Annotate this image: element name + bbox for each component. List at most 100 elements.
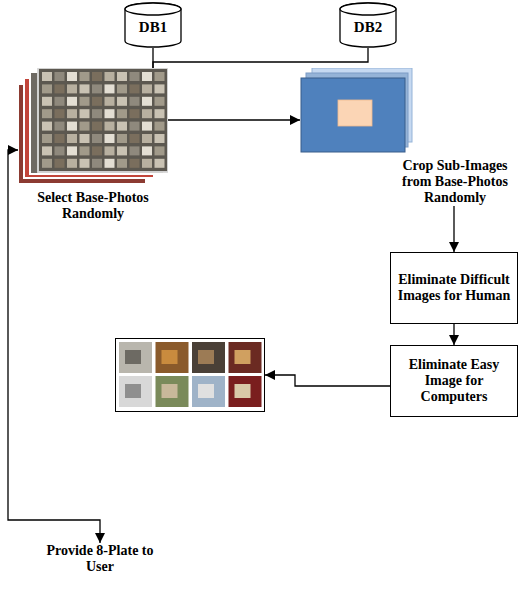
photo-stack-picture-part (130, 84, 140, 93)
photo-stack-picture-part (105, 134, 115, 143)
photo-stack-picture-part (117, 97, 127, 106)
photo-stack-picture-part (105, 146, 115, 155)
cylinder-outline-part (340, 3, 396, 15)
plate-picture-part-part (125, 384, 141, 398)
photo-stack-picture-part (155, 97, 165, 106)
photo-stack-picture-part (117, 84, 127, 93)
photo-stack-picture-part (92, 109, 102, 118)
photo-stack-picture-part (55, 122, 65, 131)
photo-stack-picture-part (105, 159, 115, 168)
photo-stack-picture-part (155, 146, 165, 155)
plate-picture-part-part (235, 350, 251, 364)
process-box: Eliminate Difficult Images for Human (390, 252, 518, 324)
photo-stack-picture-part (142, 72, 152, 81)
plate-picture-part-part (192, 376, 225, 407)
photo-stack-picture-part (55, 159, 65, 168)
plate-picture-part (192, 376, 225, 407)
photo-stack-picture-part (130, 97, 140, 106)
photo-stack-picture-part (80, 159, 90, 168)
photo-stack-picture-part (67, 72, 77, 81)
photo-stack: Select Base-Photos Randomly (18, 68, 168, 222)
node-label: DB2 (339, 2, 397, 35)
photo-stack-picture-part (38, 68, 168, 172)
plate-picture-part-part (235, 384, 251, 398)
photo-stack-picture-part (130, 146, 140, 155)
photo-stack-picture-part (55, 146, 65, 155)
photo-stack-picture-part (130, 109, 140, 118)
photo-stack-picture-part (92, 97, 102, 106)
photo-stack-picture-part (55, 72, 65, 81)
photo-stack-picture-part (155, 84, 165, 93)
node-label: Provide 8-Plate to User (35, 543, 165, 575)
photo-stack-picture-part (142, 109, 152, 118)
photo-stack-picture-part (42, 109, 52, 118)
process-box: Eliminate Easy Image for Computers (390, 345, 518, 417)
photo-stack-picture-part (142, 134, 152, 143)
photo-stack-picture-part (130, 159, 140, 168)
photo-stack-picture-part (92, 146, 102, 155)
photo-stack-picture-part (117, 159, 127, 168)
connector-arrow (453, 206, 454, 252)
plate-picture-part (119, 376, 152, 407)
photo-stack-picture-part (67, 109, 77, 118)
connector-arrow (453, 324, 454, 345)
crop-picture-part (301, 78, 405, 152)
plate-picture-part (116, 339, 265, 412)
photo-stack-picture-part (105, 109, 115, 118)
photo-stack-picture-part (67, 84, 77, 93)
photo-stack-picture-part (67, 122, 77, 131)
plate-picture-part (192, 342, 225, 373)
plate-picture-part-part (162, 384, 178, 398)
plate-picture-part-part (156, 342, 189, 373)
photo-stack-picture-part (24, 78, 154, 178)
database-cylinder: DB2 (339, 2, 397, 48)
connector-arrow (153, 48, 368, 68)
plate-picture (115, 338, 265, 412)
plate-picture-part (156, 342, 189, 373)
photo-stack-picture-part (55, 97, 65, 106)
node-label: Eliminate Difficult Images for Human (396, 272, 512, 304)
photo-stack-picture-part (117, 146, 127, 155)
photo-stack-picture-part (67, 146, 77, 155)
photo-stack-picture-part (142, 97, 152, 106)
plate-picture-part (229, 342, 262, 373)
photo-stack-picture-part (142, 122, 152, 131)
photo-stack-picture-part (80, 84, 90, 93)
plate-picture-part (119, 342, 152, 373)
photo-stack-picture-part (80, 146, 90, 155)
plate-picture-part-part (229, 342, 262, 373)
photo-stack-picture-part (80, 122, 90, 131)
plate-picture-part-part (192, 342, 225, 373)
plate-picture-part-part (198, 384, 214, 398)
plate-picture-part (156, 376, 189, 407)
photo-stack-picture (18, 68, 168, 186)
photo-stack-picture-part (117, 134, 127, 143)
photo-stack-picture-part (130, 72, 140, 81)
plate-picture-part-part (125, 350, 141, 364)
plate-picture-part-part (229, 376, 262, 407)
photo-stack-picture-part (155, 159, 165, 168)
photo-stack-picture-part (92, 72, 102, 81)
photo-stack-picture-part (117, 122, 127, 131)
photo-stack-picture-part (67, 97, 77, 106)
photo-stack-picture-part (42, 134, 52, 143)
photo-stack-picture-part (117, 109, 127, 118)
photo-stack-picture-part (105, 84, 115, 93)
plate-picture-part-part (119, 342, 152, 373)
crop-illustration: Crop Sub-Images from Base-Photos Randoml… (300, 68, 515, 206)
photo-stack-picture-part (55, 134, 65, 143)
plate-picture-part-part (156, 376, 189, 407)
plate-picture-part-part (162, 350, 178, 364)
cylinder-outline-part (125, 3, 181, 47)
photo-stack-picture-part (105, 97, 115, 106)
cylinder-outline-part (125, 3, 181, 15)
cylinder-outline-part (340, 3, 396, 47)
photo-stack-picture-part (42, 84, 52, 93)
photo-stack-picture-part (55, 84, 65, 93)
photo-stack-picture-part (142, 159, 152, 168)
image-plate (115, 338, 265, 412)
photo-stack-picture-part (67, 134, 77, 143)
photo-stack-picture-part (92, 84, 102, 93)
photo-stack-picture-part (105, 72, 115, 81)
